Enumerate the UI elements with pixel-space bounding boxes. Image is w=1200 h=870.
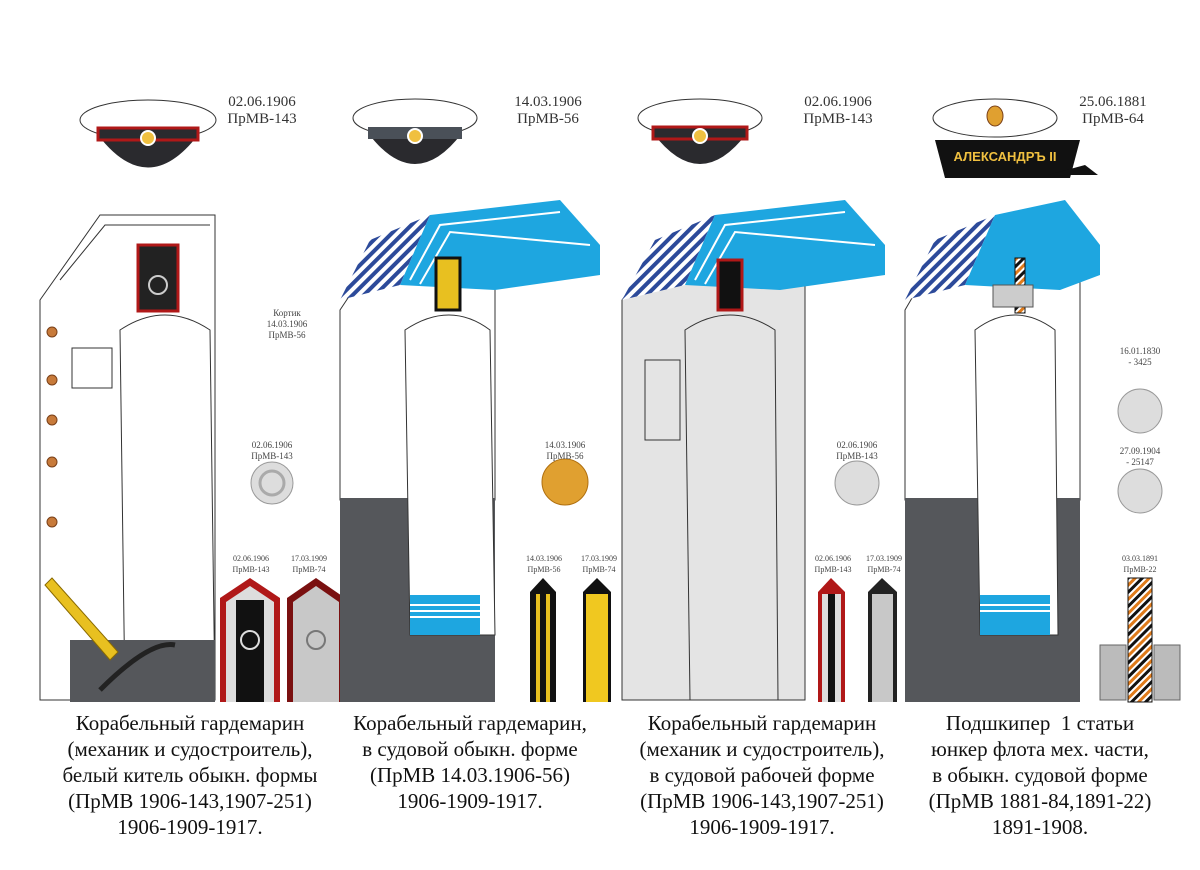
dark-cap: [352, 98, 478, 164]
white-cap: [79, 99, 217, 168]
trousers: [70, 640, 215, 702]
sleeve: [684, 314, 779, 701]
rank-stripes: [1099, 644, 1181, 701]
eagle-button: [1117, 468, 1163, 514]
ribbon-text: АЛЕКСАНДРЪ II: [953, 149, 1057, 164]
eagle-button-label: 27.09.1904- 25147: [1119, 446, 1161, 467]
sleeve: [119, 314, 216, 701]
figure-1-uniform: [39, 99, 345, 702]
shoulder-strap-1: [530, 578, 556, 702]
dirk-icon: [44, 577, 119, 661]
shoulder-strap-1: [220, 578, 280, 702]
shoulder-board: [716, 258, 744, 312]
caption-2: Корабельный гардемарин,в судовой обыкн. …: [353, 711, 587, 813]
anchor-badge: [148, 275, 168, 295]
blue-cuff: [410, 595, 480, 635]
anchor-button-label: 16.01.1830- 3425: [1119, 346, 1161, 367]
blue-collar: [965, 200, 1100, 290]
caption-3: Корабельный гардемарин(механик и судостр…: [639, 711, 885, 839]
sleeve: [974, 314, 1059, 636]
chevrons: [992, 284, 1034, 308]
striped-collar: [905, 215, 995, 300]
white-cap: [637, 98, 763, 164]
eagle-button: [250, 461, 294, 505]
shoulder-strap-2: [583, 578, 611, 702]
blue-cuff: [980, 595, 1050, 635]
gold-eagle-button: [541, 458, 589, 506]
figure-4-uniform: [904, 98, 1181, 703]
anchor-button: [1117, 388, 1163, 434]
shoulder-board: [136, 243, 180, 313]
shoulder-strap-2: [287, 578, 345, 702]
striped-collar: [340, 215, 430, 300]
tunic-buttons: [46, 326, 58, 528]
striped-collar: [622, 215, 715, 300]
ribbon-cap: [932, 98, 1098, 178]
eagle-button: [834, 460, 880, 506]
pocket: [644, 359, 681, 441]
shoulder-strap-1: [818, 578, 845, 702]
sleeve: [404, 314, 496, 636]
shoulder-strap-2: [868, 578, 897, 702]
shoulder-board: [434, 256, 462, 312]
shoulder-strap: [1127, 577, 1153, 703]
caption-1: Корабельный гардемарин(механик и судостр…: [62, 711, 318, 839]
chest-pocket: [71, 347, 113, 389]
figure-3-uniform: [621, 98, 897, 702]
figure-2-uniform: [339, 98, 611, 702]
